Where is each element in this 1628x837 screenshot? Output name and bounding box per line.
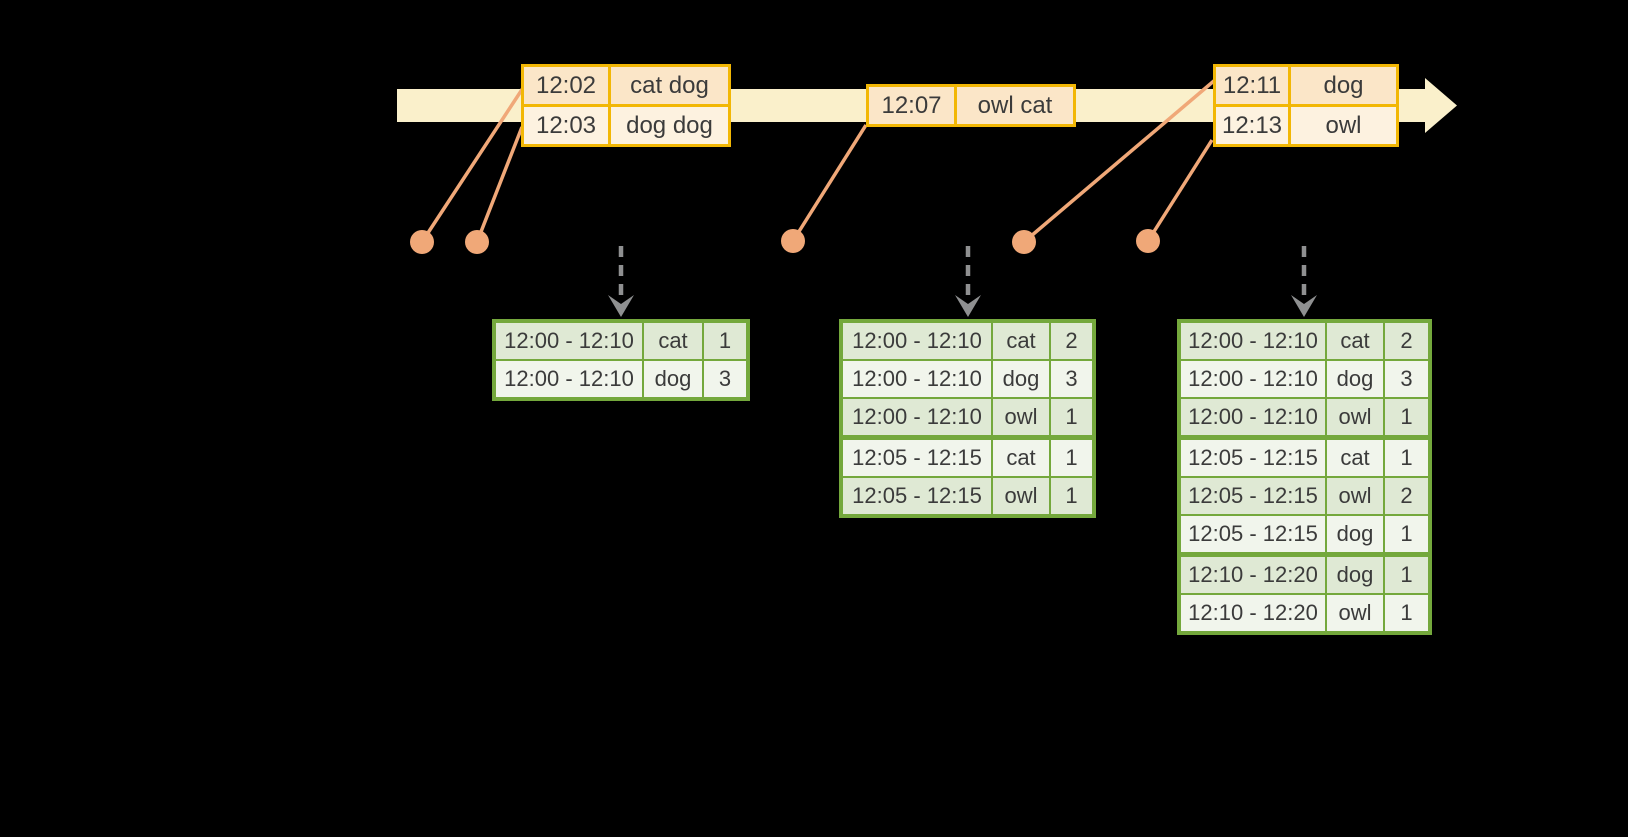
word-cell: dog	[993, 361, 1049, 397]
window-cell: 12:10 - 12:20	[1181, 557, 1325, 593]
count-cell: 1	[1051, 399, 1092, 435]
event-words: owl cat	[957, 87, 1073, 124]
window-cell: 12:10 - 12:20	[1181, 595, 1325, 631]
event-dot-icon	[410, 230, 434, 254]
count-cell: 3	[1051, 361, 1092, 397]
event-words: dog dog	[611, 107, 728, 144]
table-row: 12:00 - 12:10 owl 1	[1181, 399, 1428, 435]
word-cell: owl	[993, 399, 1049, 435]
event-dots	[410, 229, 1160, 254]
event-words: cat dog	[611, 67, 728, 104]
table-row: 12:00 - 12:10 cat 1	[496, 323, 746, 359]
trigger-arrows	[618, 246, 1307, 296]
table-row: 12:05 - 12:15 cat 1	[843, 440, 1092, 476]
table-row: 12:05 - 12:15 owl 2	[1181, 478, 1428, 514]
event-time: 12:13	[1216, 107, 1288, 144]
result-table-3: 12:00 - 12:10 cat 2 12:00 - 12:10 dog 3 …	[1177, 319, 1432, 635]
count-cell: 1	[704, 323, 746, 359]
table-row: 12:00 - 12:10 cat 2	[1181, 323, 1428, 359]
event-box-2: 12:07 owl cat	[866, 84, 1076, 127]
trigger-arrow-icon	[1291, 295, 1317, 317]
trigger-arrowheads	[608, 295, 1317, 317]
event-connector-line-5	[1146, 139, 1214, 242]
event-connector-line-3	[791, 124, 868, 242]
count-cell: 1	[1385, 595, 1428, 631]
table-row: 12:05 - 12:15 cat 1	[1181, 440, 1428, 476]
event-connector-line-2	[475, 126, 524, 243]
window-cell: 12:00 - 12:10	[496, 323, 642, 359]
window-cell: 12:00 - 12:10	[843, 361, 991, 397]
event-dot-icon	[1136, 229, 1160, 253]
event-row: 12:07 owl cat	[869, 87, 1073, 124]
table-row: 12:00 - 12:10 dog 3	[843, 361, 1092, 397]
count-cell: 1	[1385, 516, 1428, 552]
window-cell: 12:00 - 12:10	[1181, 323, 1325, 359]
event-dot-icon	[1012, 230, 1036, 254]
window-cell: 12:05 - 12:15	[843, 478, 991, 514]
event-time: 12:11	[1216, 67, 1288, 104]
word-cell: owl	[1327, 595, 1383, 631]
event-row: 12:13 owl	[1216, 107, 1396, 144]
window-cell: 12:00 - 12:10	[843, 323, 991, 359]
event-time: 12:07	[869, 87, 954, 124]
event-words: owl	[1291, 107, 1396, 144]
event-connectors	[420, 78, 1217, 244]
count-cell: 1	[1385, 440, 1428, 476]
word-cell: cat	[993, 440, 1049, 476]
event-time: 12:03	[524, 107, 608, 144]
table-row: 12:00 - 12:10 dog 3	[496, 361, 746, 397]
count-cell: 3	[1385, 361, 1428, 397]
event-time: 12:02	[524, 67, 608, 104]
event-connector-line-1	[420, 87, 525, 243]
event-dot-icon	[465, 230, 489, 254]
word-cell: owl	[1327, 478, 1383, 514]
event-box-1: 12:02 cat dog 12:03 dog dog	[521, 64, 731, 147]
word-cell: cat	[1327, 323, 1383, 359]
count-cell: 3	[704, 361, 746, 397]
window-cell: 12:05 - 12:15	[843, 440, 991, 476]
table-row: 12:05 - 12:15 owl 1	[843, 478, 1092, 514]
count-cell: 1	[1385, 399, 1428, 435]
event-connector-line-4	[1022, 78, 1217, 244]
timeline-arrow-icon	[1425, 78, 1457, 133]
event-row: 12:11 dog	[1216, 67, 1396, 104]
trigger-arrow-icon	[608, 295, 634, 317]
table-row: 12:00 - 12:10 dog 3	[1181, 361, 1428, 397]
count-cell: 1	[1385, 557, 1428, 593]
table-row: 12:05 - 12:15 dog 1	[1181, 516, 1428, 552]
event-words: dog	[1291, 67, 1396, 104]
table-row: 12:00 - 12:10 owl 1	[843, 399, 1092, 435]
count-cell: 1	[1051, 478, 1092, 514]
count-cell: 1	[1051, 440, 1092, 476]
event-dot-icon	[781, 229, 805, 253]
window-cell: 12:05 - 12:15	[1181, 440, 1325, 476]
event-box-3: 12:11 dog 12:13 owl	[1213, 64, 1399, 147]
event-row: 12:03 dog dog	[524, 107, 728, 144]
window-cell: 12:00 - 12:10	[496, 361, 642, 397]
result-table-1: 12:00 - 12:10 cat 1 12:00 - 12:10 dog 3	[492, 319, 750, 401]
table-row: 12:00 - 12:10 cat 2	[843, 323, 1092, 359]
word-cell: cat	[1327, 440, 1383, 476]
word-cell: dog	[644, 361, 702, 397]
word-cell: dog	[1327, 361, 1383, 397]
table-row: 12:10 - 12:20 owl 1	[1181, 595, 1428, 631]
window-cell: 12:00 - 12:10	[843, 399, 991, 435]
table-row: 12:10 - 12:20 dog 1	[1181, 557, 1428, 593]
window-cell: 12:05 - 12:15	[1181, 478, 1325, 514]
word-cell: dog	[1327, 516, 1383, 552]
trigger-arrow-icon	[955, 295, 981, 317]
window-cell: 12:05 - 12:15	[1181, 516, 1325, 552]
word-cell: dog	[1327, 557, 1383, 593]
count-cell: 2	[1051, 323, 1092, 359]
window-cell: 12:00 - 12:10	[1181, 399, 1325, 435]
event-row: 12:02 cat dog	[524, 67, 728, 104]
count-cell: 2	[1385, 478, 1428, 514]
word-cell: owl	[993, 478, 1049, 514]
window-cell: 12:00 - 12:10	[1181, 361, 1325, 397]
word-cell: cat	[644, 323, 702, 359]
result-table-2: 12:00 - 12:10 cat 2 12:00 - 12:10 dog 3 …	[839, 319, 1096, 518]
word-cell: owl	[1327, 399, 1383, 435]
count-cell: 2	[1385, 323, 1428, 359]
word-cell: cat	[993, 323, 1049, 359]
